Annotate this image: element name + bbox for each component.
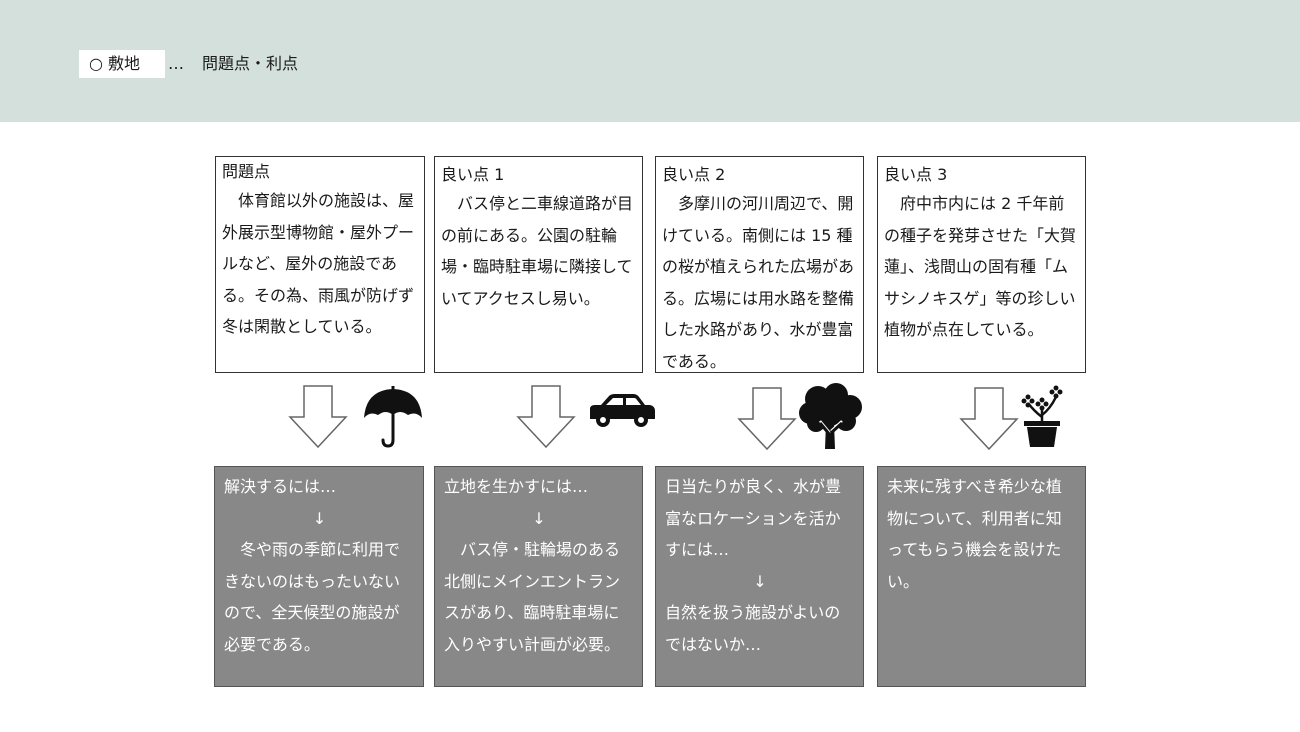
car-icon — [590, 394, 655, 427]
solution-lead: 立地を生かすには… — [444, 477, 589, 496]
tree-icon — [799, 383, 862, 449]
down-arrow-icon — [516, 385, 576, 449]
section-subtitle: … 問題点・利点 — [168, 50, 298, 78]
solution-box-2: 立地を生かすには… ↓ バス停・駐輪場のある北側にメインエントランスがあり、臨時… — [434, 466, 643, 687]
box-body: バス停と二車線道路が目の前にある。公園の駐輪場・臨時駐車場に隣接していてアクセス… — [441, 194, 634, 308]
solution-lead: 未来に残すべき希少な植物について、利用者に知ってもらう機会を設けたい。 — [887, 477, 1062, 591]
solution-body: 自然を扱う施設がよいのではないか… — [665, 603, 841, 654]
box-body: 体育館以外の施設は、屋外展示型博物館・屋外プールなど、屋外の施設である。その為、… — [222, 191, 415, 336]
solution-box-4: 未来に残すべき希少な植物について、利用者に知ってもらう機会を設けたい。 — [877, 466, 1086, 687]
potted-flower-icon — [1021, 385, 1063, 447]
umbrella-icon — [364, 386, 422, 448]
down-arrow-icon — [288, 385, 348, 449]
solution-box-1: 解決するには… ↓ 冬や雨の季節に利用できないのはもったいないので、全天候型の施… — [214, 466, 424, 687]
down-arrow-glyph: ↓ — [532, 508, 546, 528]
down-arrow-icon — [737, 387, 797, 451]
box-title: 良い点 3 — [884, 165, 948, 184]
down-arrow-glyph: ↓ — [753, 571, 767, 591]
solution-lead: 日当たりが良く、水が豊富なロケーションを活かすには… — [665, 477, 842, 559]
box-title: 問題点 — [222, 162, 271, 181]
solution-lead: 解決するには… — [224, 477, 337, 496]
solution-body: 冬や雨の季節に利用できないのはもったいないので、全天候型の施設が必要である。 — [224, 540, 401, 654]
solution-box-3: 日当たりが良く、水が豊富なロケーションを活かすには… ↓ 自然を扱う施設がよいの… — [655, 466, 864, 687]
merit-box-2: 良い点 2 多摩川の河川周辺で、開けている。南側には 15 種の桜が植えられた広… — [655, 156, 864, 373]
header-band — [0, 0, 1300, 122]
ellipsis: … — [168, 54, 184, 73]
box-title: 良い点 1 — [441, 165, 505, 184]
merit-box-1: 良い点 1 バス停と二車線道路が目の前にある。公園の駐輪場・臨時駐車場に隣接して… — [434, 156, 643, 373]
box-title: 良い点 2 — [662, 165, 726, 184]
merit-box-3: 良い点 3 府中市内には 2 千年前の種子を発芽させた「大賀蓮」、浅間山の固有種… — [877, 156, 1086, 373]
down-arrow-icon — [959, 387, 1019, 451]
section-label: ○ 敷地 — [79, 50, 165, 78]
solution-body: バス停・駐輪場のある北側にメインエントランスがあり、臨時駐車場に入りやすい計画が… — [444, 540, 621, 654]
subtitle-text: 問題点・利点 — [202, 54, 299, 73]
box-body: 多摩川の河川周辺で、開けている。南側には 15 種の桜が植えられた広場がある。広… — [662, 194, 855, 371]
box-body: 府中市内には 2 千年前の種子を発芽させた「大賀蓮」、浅間山の固有種「ムサシノキ… — [884, 194, 1077, 339]
problem-box: 問題点 体育館以外の施設は、屋外展示型博物館・屋外プールなど、屋外の施設である。… — [215, 156, 425, 373]
down-arrow-glyph: ↓ — [312, 508, 327, 528]
